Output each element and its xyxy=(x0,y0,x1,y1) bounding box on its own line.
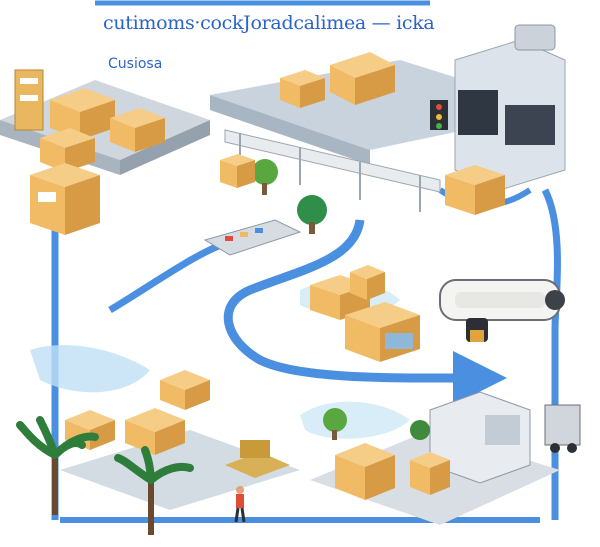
tree-icon xyxy=(410,420,430,440)
cardboard-box-icon xyxy=(160,370,210,410)
splash-left xyxy=(30,345,150,393)
truck-icon xyxy=(544,404,581,453)
flow-arrow-right-column xyxy=(541,188,561,520)
splash-right xyxy=(300,401,410,439)
cardboard-box-icon xyxy=(345,302,420,362)
security-camera-icon xyxy=(439,279,565,342)
conveyor-bridge xyxy=(224,129,441,193)
cardboard-box-icon xyxy=(125,408,185,455)
center-conveyor xyxy=(203,219,302,256)
cardboard-box-icon xyxy=(40,128,95,172)
cardboard-box-icon xyxy=(30,163,100,235)
flow-arrow-diagonal xyxy=(108,236,236,314)
cardboard-box-icon xyxy=(445,165,505,215)
tree-icon xyxy=(297,195,327,234)
cardboard-box-icon xyxy=(110,108,165,152)
cardboard-box-icon xyxy=(220,154,255,188)
tree-icon xyxy=(323,408,347,440)
cardboard-box-icon xyxy=(280,70,325,108)
person-icon xyxy=(234,486,246,523)
cardboard-box-icon xyxy=(350,265,385,300)
tree-icon xyxy=(252,159,278,195)
palm-tree-icon xyxy=(16,416,99,515)
palm-tree-icon xyxy=(114,446,194,535)
cardboard-box-icon xyxy=(410,452,450,495)
flow-arrow-center-loop xyxy=(223,219,507,406)
pallet-icon xyxy=(225,440,290,478)
page-title: cutimoms·cockJoradcalimea — icka xyxy=(103,12,435,34)
factory-icon xyxy=(330,52,395,105)
subtitle-label: Cusiosa xyxy=(108,56,163,72)
cardboard-box-icon xyxy=(335,443,395,500)
